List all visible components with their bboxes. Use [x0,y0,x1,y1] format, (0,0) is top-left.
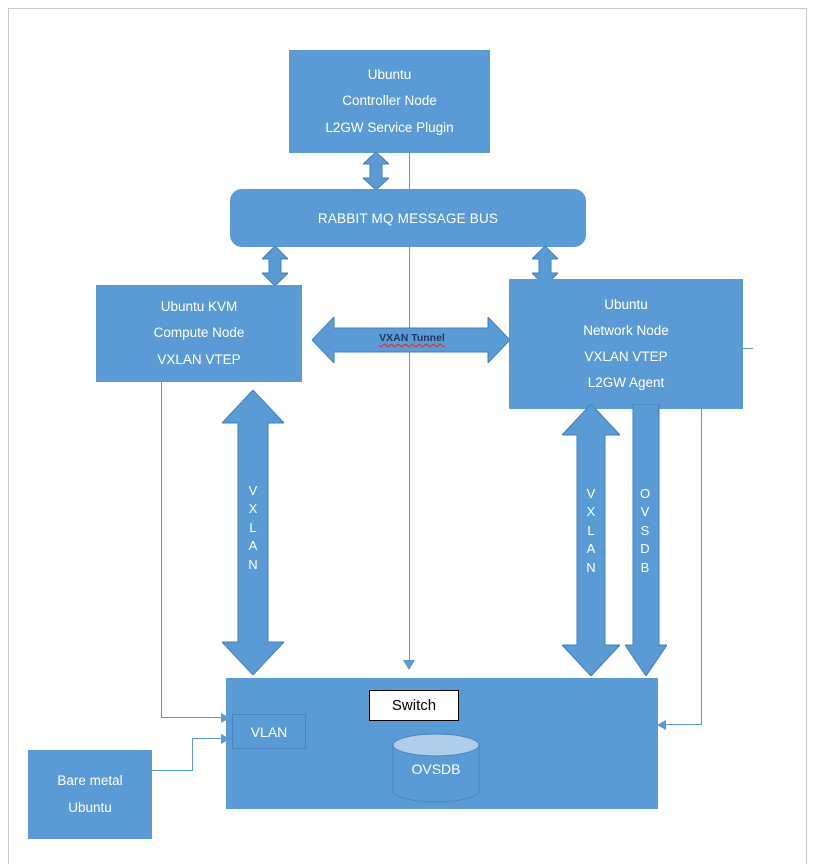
vxlan-arrow-compute-label: V X L A N [245,482,261,574]
vxlan-network-letter-3: L [587,522,595,538]
network-switch-arrowhead [657,720,666,730]
controller-switch-arrowhead [403,660,415,670]
compute-switch-line-horizontal [161,717,223,718]
vxan-tunnel-label: VXAN Tunnel [379,332,445,344]
switch-label: Switch [391,697,437,714]
controller-node[interactable]: Ubuntu Controller Node L2GW Service Plug… [289,50,490,153]
network-switch-line-horizontal [666,724,702,725]
ovsdb-letter-5: B [640,559,650,575]
network-node[interactable]: Ubuntu Network Node VXLAN VTEP L2GW Agen… [509,279,743,409]
compute-node-line-3: VXLAN VTEP [157,351,241,367]
controller-node-line-1: Ubuntu [367,67,412,83]
vxlan-network-letter-2: X [586,504,596,520]
controller-node-line-2: Controller Node [342,93,437,109]
vxlan-network-letter-5: N [586,559,596,575]
baremetal-vlan-line-vertical [192,738,193,770]
compute-node[interactable]: Ubuntu KVM Compute Node VXLAN VTEP [96,285,302,382]
ovsdb-cylinder[interactable]: OVSDB [392,733,480,803]
page-frame [8,8,807,864]
compute-switch-line-vertical [161,382,162,717]
network-switch-line-vertical [701,409,702,724]
ovsdb-letter-1: O [639,486,651,501]
baremetal-vlan-line-bottom [150,770,193,771]
switch-label-box[interactable]: Switch [369,690,459,721]
vxan-tunnel-arrow [312,317,510,363]
ovsdb-label: OVSDB [411,761,461,777]
ovsdb-arrow-network-label: O V S D B [637,485,653,577]
vxlan-arrow-network [562,404,620,676]
network-node-right-stub [743,348,753,349]
controller-node-line-3: L2GW Service Plugin [325,119,454,135]
vxlan-compute-letter-5: N [248,556,258,572]
network-node-line-2: Network Node [583,322,669,338]
vxlan-compute-letter-1: V [248,483,258,498]
vlan-box[interactable]: VLAN [232,714,306,749]
vxlan-network-letter-4: A [586,541,596,557]
bus-compute-arrow [262,246,288,286]
bare-metal-line-1: Bare metal [57,773,123,789]
vxlan-compute-letter-2: X [248,501,258,517]
ovsdb-letter-2: V [640,504,650,520]
vxlan-arrow-compute [222,390,284,675]
controller-bus-arrow [363,152,389,190]
bare-metal-line-2: Ubuntu [68,799,112,815]
baremetal-vlan-line-top [192,738,223,739]
vxlan-compute-letter-4: A [248,538,258,554]
ovsdb-letter-4: D [640,541,650,557]
rabbit-mq-message-bus[interactable]: RABBIT MQ MESSAGE BUS [230,189,586,247]
vlan-label: VLAN [250,723,288,740]
network-node-line-1: Ubuntu [604,296,648,312]
baremetal-vlan-arrowhead [221,734,230,744]
compute-node-line-1: Ubuntu KVM [160,299,238,315]
compute-switch-arrowhead [221,713,230,723]
ovsdb-letter-3: S [640,522,650,538]
vxlan-network-letter-1: V [586,486,596,501]
ovsdb-arrow-network [625,404,667,676]
vxlan-arrow-network-label: V X L A N [583,485,599,577]
bus-network-arrow [532,246,558,286]
vxlan-compute-letter-3: L [249,519,257,535]
compute-node-line-2: Compute Node [153,325,245,341]
rabbit-mq-message-bus-label: RABBIT MQ MESSAGE BUS [317,210,499,226]
controller-switch-line [409,150,410,662]
network-node-line-4: L2GW Agent [587,375,665,391]
network-node-line-3: VXLAN VTEP [584,349,668,364]
bare-metal-node[interactable]: Bare metal Ubuntu [28,750,152,839]
